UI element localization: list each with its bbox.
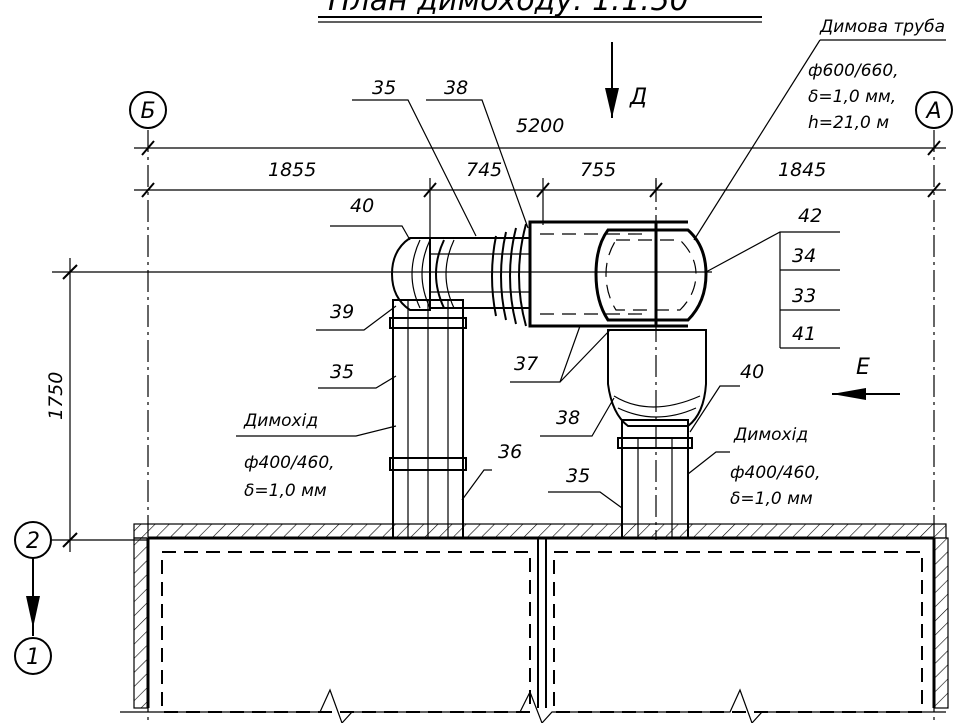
right-flue-label: Димохід <box>733 425 808 445</box>
axis-bubble-1: 1 <box>14 637 52 675</box>
dimension-755: 755 <box>580 159 616 181</box>
chimney-spec-2: δ=1,0 мм, <box>808 87 896 107</box>
callout-40-left: 40 <box>350 195 374 217</box>
left-flue-label: Димохід <box>243 411 318 431</box>
axis-bubble-a: А <box>915 91 953 129</box>
callout-34: 34 <box>792 245 816 267</box>
svg-text:А: А <box>924 99 941 124</box>
view-label-e: Е <box>856 355 870 380</box>
left-flue-spec-1: ф400/460, <box>244 453 335 473</box>
callout-35-mid: 35 <box>566 465 590 487</box>
callout-35-left: 35 <box>330 361 354 383</box>
svg-text:5200: 5200 <box>516 115 564 137</box>
callout-42: 42 <box>798 205 822 227</box>
callout-40-right: 40 <box>740 361 764 383</box>
callout-37: 37 <box>514 353 538 375</box>
left-flue-pipe <box>389 299 467 539</box>
leader-lines <box>236 39 946 509</box>
callout-33: 33 <box>792 285 816 307</box>
right-flue-spec-2: δ=1,0 мм <box>730 489 813 509</box>
left-flue-spec-2: δ=1,0 мм <box>244 481 327 501</box>
chimney-spec-3: h=21,0 м <box>808 113 889 133</box>
dimension-1845: 1845 <box>778 159 826 181</box>
svg-text:2: 2 <box>26 529 40 554</box>
svg-text:Б: Б <box>140 99 155 124</box>
dimension-vertical: 1750 <box>45 258 78 552</box>
building-outline <box>120 523 949 723</box>
view-arrow-d: Д <box>605 42 647 118</box>
dimension-chain: 1855 745 755 1845 <box>134 159 946 240</box>
callout-39: 39 <box>330 301 354 323</box>
axis-bubble-2: 2 <box>14 521 52 559</box>
chimney-label: Димова труба <box>819 17 945 37</box>
dimension-total: 5200 <box>134 115 946 156</box>
right-flue-pipe <box>607 329 707 539</box>
dimension-1855: 1855 <box>268 159 316 181</box>
right-flue-spec-1: ф400/460, <box>730 463 821 483</box>
chimney-spec-1: ф600/660, <box>808 61 899 81</box>
view-arrow-e: Е <box>832 355 900 400</box>
chimney-tee <box>528 220 708 328</box>
callout-35-top: 35 <box>372 77 396 99</box>
dimension-745: 745 <box>466 159 502 181</box>
svg-text:1750: 1750 <box>45 372 67 420</box>
callout-38-mid: 38 <box>556 407 580 429</box>
callout-41: 41 <box>792 323 816 345</box>
drawing-title: План димоходу. 1:1:50 <box>328 0 689 18</box>
axis-bubble-b: Б <box>129 91 167 129</box>
horizontal-flue <box>390 223 531 327</box>
view-label-d: Д <box>629 85 647 110</box>
svg-text:1: 1 <box>26 645 40 670</box>
callout-36: 36 <box>498 441 522 463</box>
callout-38-top: 38 <box>444 77 468 99</box>
section-arrow <box>26 558 40 636</box>
